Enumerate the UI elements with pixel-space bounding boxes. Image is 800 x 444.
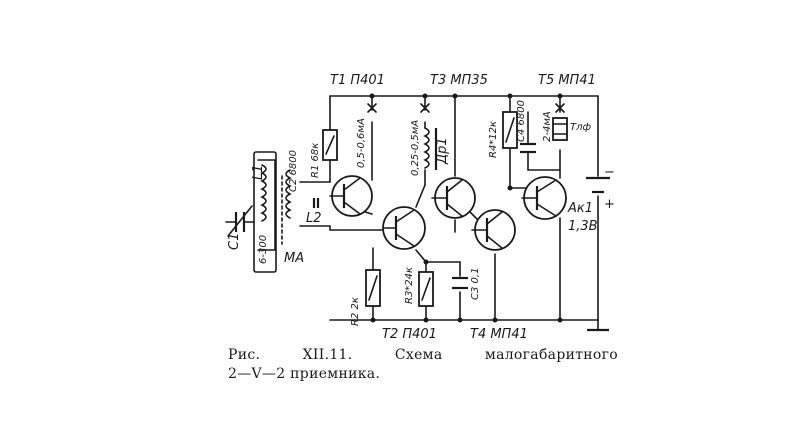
label-t1: Т1 П401 [330,73,385,88]
antenna-ferrite-frame [253,151,277,273]
label-i1: 0,5-0,6мА [356,118,367,168]
label-t5: Т5 МП41 [538,73,596,88]
label-battery-value: 1,3В [568,219,598,234]
label-c3: C3 0,1 [470,268,481,300]
label-battery-minus: − [604,165,615,180]
transistor-t4 [471,209,516,251]
label-i3: 2-4мА [542,111,553,142]
label-l1: L1 [251,164,266,180]
label-l2: L2 [306,211,322,226]
label-t4: Т4 МП41 [470,327,528,342]
label-battery-plus: + [604,197,615,212]
caption-fig: Рис. [228,347,261,363]
label-i2: 0,25-0,5мА [410,120,421,176]
label-r4: R4*12к [488,121,499,158]
junction-dots [369,93,563,323]
capacitor-c2 [312,198,320,208]
label-r3: R3*24к [404,267,415,304]
choke-dr1 [423,127,438,170]
caption-line-2: 2—V—2 приемника. [228,366,381,382]
coil-l2 [281,169,292,245]
caption-number: XII.11. [302,347,353,363]
transistor-t2 [382,206,426,250]
capacitor-c4 [520,111,536,154]
transistor-t1 [329,175,373,217]
caption-word-scheme: Схема [394,347,443,363]
label-t3: Т3 МП35 [430,73,488,88]
transistor-t3 [431,177,476,219]
caption-line-1: Рис. XII.11. Схема малогабаритного [228,346,618,365]
label-ma: МА [284,251,304,266]
battery-ak1 [586,176,610,194]
label-c2: C2 6800 [288,150,299,192]
label-r1: R1 68к [310,143,321,178]
measurement-marks [367,103,565,113]
label-t2: Т2 П401 [382,327,437,342]
label-c1: C1 [227,233,242,250]
label-c4: C4 6800 [516,100,527,142]
label-tlf: Тлф [570,122,592,133]
figure-caption: Рис. XII.11. Схема малогабаритного 2—V—2… [228,346,618,384]
capacitor-c1 [225,205,255,237]
label-battery: Ак1 [567,201,593,216]
telephone-tlf [552,117,568,141]
transistor-t5 [521,176,567,220]
caption-word-small: малогабаритного [484,347,618,363]
label-c1-value: 6-300 [258,235,269,264]
label-r2: R2 2к [350,297,361,326]
capacitor-c3 [452,276,468,290]
label-dr1: Др1 [435,137,450,165]
